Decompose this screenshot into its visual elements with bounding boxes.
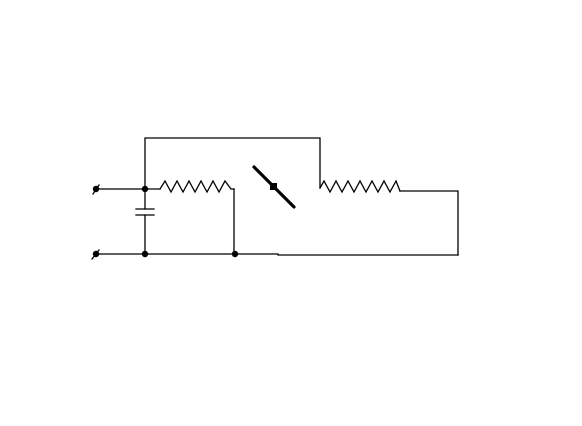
right-return-wire [399, 190, 459, 256]
top-bridge-wire [144, 137, 321, 189]
junction-bottom-left [141, 250, 149, 258]
terminal-bottom-tick [91, 249, 100, 260]
terminal-top-tick [92, 184, 100, 195]
switch-pivot [270, 183, 277, 190]
resistor-left [159, 179, 235, 194]
junction-top-left [141, 185, 149, 193]
resistor-right [319, 179, 401, 194]
junction-bottom-middle [231, 250, 239, 258]
